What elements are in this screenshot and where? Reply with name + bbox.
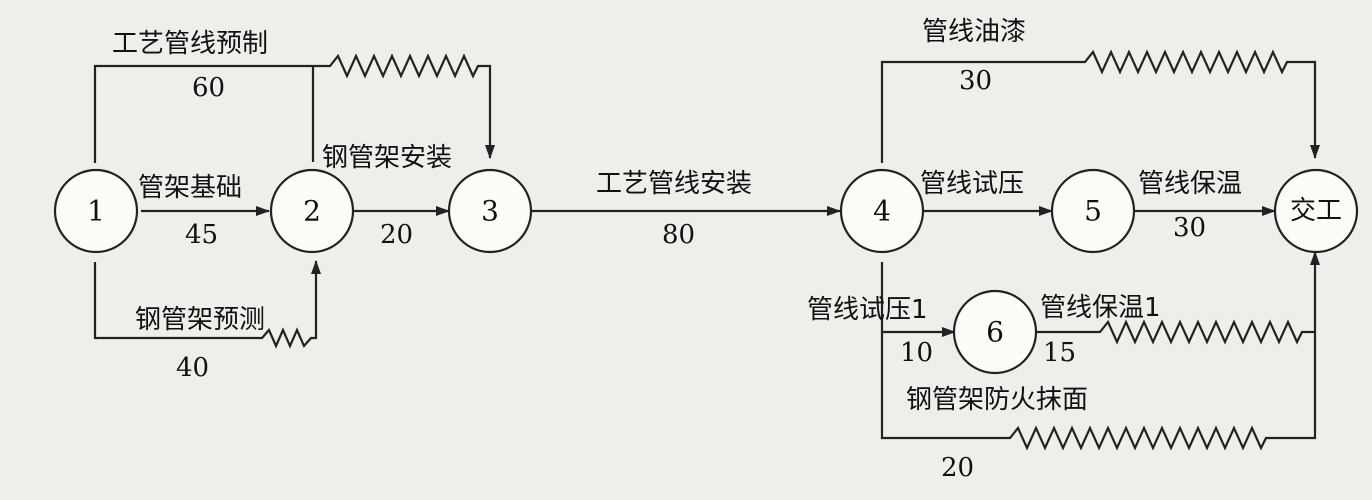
node-3-label: 3 xyxy=(481,195,499,228)
node-end: 交工 xyxy=(1273,168,1359,254)
label-insul1: 管线保温1 xyxy=(1040,293,1161,323)
label-test1: 管线试压1 xyxy=(807,295,928,325)
label-measure: 钢管架预测 xyxy=(135,305,265,335)
edges xyxy=(93,49,1320,451)
duration-pipe: 80 xyxy=(662,220,695,250)
node-end-label: 交工 xyxy=(1290,196,1342,226)
duration-install: 20 xyxy=(380,220,413,250)
edge-4-end-fire xyxy=(880,251,1320,451)
node-4-label: 4 xyxy=(873,195,891,228)
label-fire: 钢管架防火抹面 xyxy=(906,385,1088,415)
duration-fire: 20 xyxy=(941,453,974,483)
node-6-label: 6 xyxy=(986,316,1004,349)
duration-prefab: 60 xyxy=(192,73,225,103)
node-6: 6 xyxy=(952,289,1038,375)
node-5-label: 5 xyxy=(1084,195,1102,228)
label-install: 钢管架安装 xyxy=(322,143,452,173)
label-prefab: 工艺管线预制 xyxy=(112,29,268,59)
duration-insul: 30 xyxy=(1173,213,1206,243)
edge-6-end-insul1 xyxy=(1036,319,1315,345)
node-3: 3 xyxy=(447,168,533,254)
label-test: 管线试压 xyxy=(920,169,1024,199)
label-insul: 管线保温 xyxy=(1138,169,1242,199)
node-5: 5 xyxy=(1050,168,1136,254)
duration-paint: 30 xyxy=(959,66,992,96)
edge-4-end-paint xyxy=(880,49,1320,163)
node-2: 2 xyxy=(269,168,355,254)
duration-measure: 40 xyxy=(176,353,209,383)
label-paint: 管线油漆 xyxy=(922,17,1026,47)
edge-1-2-measure xyxy=(93,260,321,349)
duration-base: 45 xyxy=(185,220,218,250)
edge-1-3-prefab xyxy=(93,53,495,163)
node-1-label: 1 xyxy=(87,195,105,228)
label-base: 管架基础 xyxy=(138,173,242,203)
node-1: 1 xyxy=(53,168,139,254)
duration-test1: 10 xyxy=(900,338,933,368)
duration-insul1: 15 xyxy=(1043,338,1076,368)
node-2-label: 2 xyxy=(303,195,321,228)
label-pipe: 工艺管线安装 xyxy=(596,169,752,199)
node-4: 4 xyxy=(839,168,925,254)
